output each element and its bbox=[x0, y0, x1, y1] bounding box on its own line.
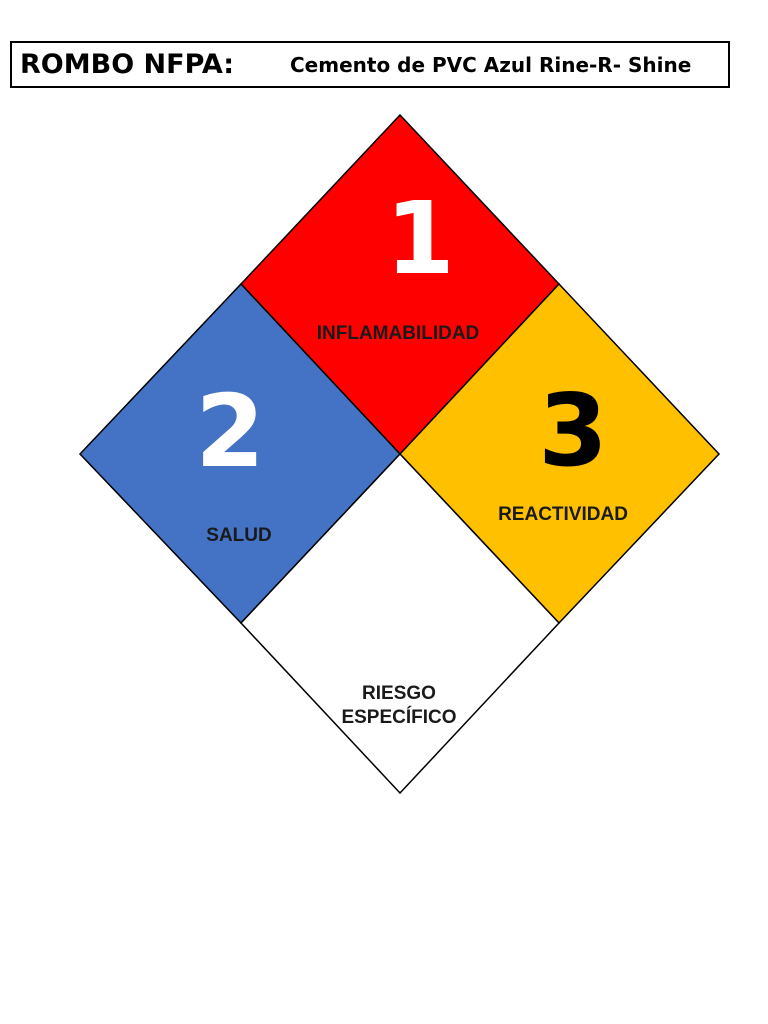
flammability-value: 1 bbox=[385, 180, 455, 297]
product-name: Cemento de PVC Azul Rine-R- Shine bbox=[290, 53, 692, 77]
health-label: SALUD bbox=[206, 525, 271, 546]
page-title: ROMBO NFPA: bbox=[20, 49, 235, 80]
flammability-label: INFLAMABILIDAD bbox=[317, 323, 480, 344]
health-value: 2 bbox=[195, 373, 265, 490]
specific-hazard-quadrant bbox=[239, 452, 561, 795]
reactivity-label: REACTIVIDAD bbox=[498, 504, 628, 525]
specific-hazard-label-line1: RIESGO bbox=[362, 683, 436, 704]
header-box: ROMBO NFPA: Cemento de PVC Azul Rine-R- … bbox=[10, 41, 730, 88]
reactivity-value: 3 bbox=[538, 372, 608, 489]
specific-hazard-label-line2: ESPECÍFICO bbox=[341, 706, 456, 728]
